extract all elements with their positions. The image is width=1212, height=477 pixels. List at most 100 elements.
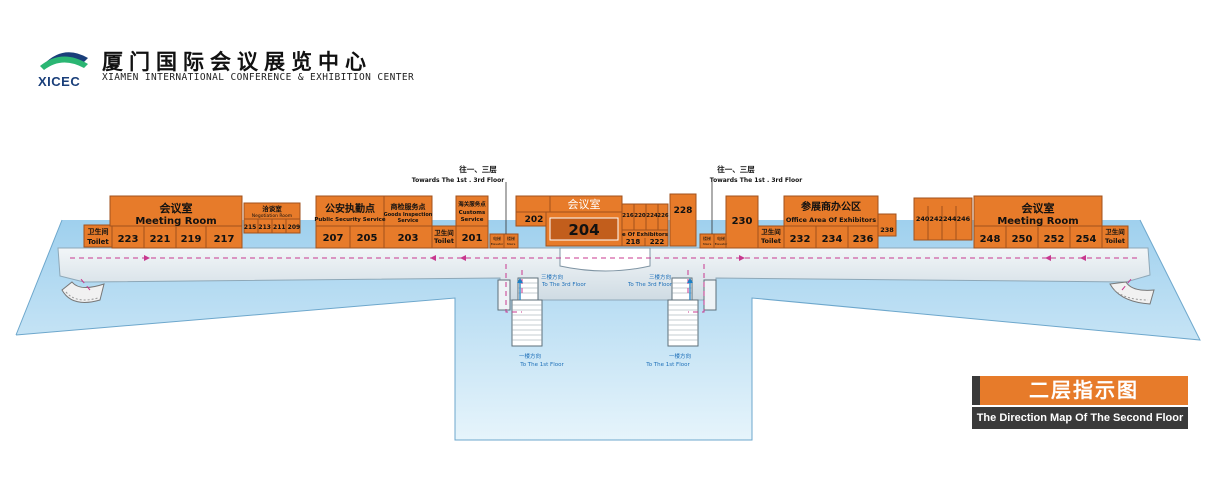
escalator-left — [497, 279, 511, 311]
elevator-right-cn: 电梯 — [717, 235, 725, 241]
security-en: Public Security Service — [314, 217, 386, 223]
block-elevator-left — [489, 233, 519, 249]
to-3rd-right-cn: 三楼方向 — [649, 273, 671, 281]
room-228: 228 — [674, 206, 693, 216]
toilet-label-en-3: Toilet — [761, 237, 781, 245]
toilet-label-cn-3: 卫生间 — [761, 227, 781, 236]
block-216-226 — [621, 203, 669, 247]
room-232: 232 — [790, 234, 811, 245]
stairs-left-en: Stairs — [507, 242, 516, 246]
room-250: 250 — [1012, 234, 1033, 245]
direction-arrows — [144, 255, 1086, 261]
room-224: 224 — [646, 213, 658, 219]
to-1st-right-en: To The 1st Floor — [645, 362, 690, 368]
customs-en-1: Customs — [459, 210, 486, 216]
room-248: 248 — [980, 234, 1001, 245]
toilet-label-cn-1: 卫生间 — [88, 227, 109, 236]
room-238: 238 — [880, 226, 894, 234]
office-cn: 参展商办公区 — [801, 200, 861, 213]
security-cn: 公安执勤点 — [325, 202, 375, 215]
room-226: 226 — [657, 213, 669, 219]
stairs-left-lower — [511, 299, 543, 347]
to-1st-left-cn: 一楼方向 — [519, 352, 541, 360]
elevator-left-en: Elevator — [491, 242, 504, 246]
block-customs — [455, 195, 489, 249]
block-right-toilet-2 — [1101, 225, 1129, 249]
block-202 — [515, 195, 551, 227]
block-office-exhibitors — [783, 195, 897, 249]
room-230: 230 — [732, 216, 753, 227]
goods-cn: 商检服务点 — [391, 202, 426, 211]
customs-cn: 海关服务点 — [458, 200, 486, 208]
meeting-left-cn: 会议室 — [160, 201, 193, 215]
towards-left-cn: 往一、三层 — [459, 164, 497, 174]
walkway-path — [70, 257, 1138, 313]
room-234: 234 — [822, 234, 843, 245]
towards-left-en: Towards The 1st . 3rd Floor — [412, 177, 504, 184]
room-252: 252 — [1044, 234, 1065, 245]
to-3rd-left-cn: 三楼方向 — [541, 273, 563, 281]
block-goods — [383, 195, 433, 249]
arrow-to-up — [517, 278, 693, 300]
meeting-right-en: Meeting Room — [997, 216, 1078, 227]
stairs-left-cn: 楼梯 — [507, 235, 515, 241]
toilet-label-en-2: Toilet — [434, 237, 454, 245]
to-3rd-left-en: To The 3rd Floor — [541, 282, 587, 288]
negotiation-nums: 215 213 211 209 — [244, 224, 300, 231]
block-negotiation — [243, 202, 301, 234]
meeting-204-cn: 会议室 — [568, 197, 601, 211]
to-3rd-right-en: To The 3rd Floor — [627, 282, 673, 288]
stairs-right-cn: 楼梯 — [703, 235, 711, 241]
block-240-246 — [913, 197, 973, 241]
room-219: 219 — [181, 234, 202, 245]
room-216: 216 — [622, 213, 634, 219]
room-223: 223 — [118, 234, 139, 245]
towards-right-en: Towards The 1st . 3rd Floor — [710, 177, 802, 184]
block-meeting-204 — [545, 195, 623, 247]
goods-en-1: Goods Inspection — [384, 212, 433, 218]
to-1st-left-en: To The 1st Floor — [519, 362, 564, 368]
block-228 — [669, 193, 697, 247]
room-207: 207 — [323, 233, 344, 244]
goods-en-2: Service — [398, 218, 419, 224]
elevator-right-en: Elevator — [715, 242, 728, 246]
room-203: 203 — [398, 233, 419, 244]
room-254: 254 — [1076, 234, 1097, 245]
room-221: 221 — [150, 234, 171, 245]
room-217: 217 — [214, 234, 235, 245]
meeting-right-cn: 会议室 — [1022, 201, 1055, 215]
room-204: 204 — [568, 221, 599, 239]
map-title-box: 二层指示图 The Direction Map Of The Second Fl… — [972, 376, 1188, 429]
room-201: 201 — [462, 233, 483, 244]
negotiation-cn: 洽谈室 — [262, 204, 282, 213]
toilet-label-en-1: Toilet — [87, 238, 109, 246]
escalator-right — [703, 279, 717, 311]
negotiation-en: Negotiation Room — [252, 213, 292, 219]
block-meeting-room-left — [109, 195, 243, 249]
central-platform — [559, 247, 651, 272]
block-elevator-right — [699, 233, 729, 249]
customs-en-2: Service — [461, 217, 484, 223]
map-title-en: The Direction Map Of The Second Floor — [972, 407, 1188, 429]
right-curved-stairs — [1109, 281, 1155, 305]
stairs-left-upper — [517, 277, 539, 301]
room-205: 205 — [357, 233, 378, 244]
meeting-left-en: Meeting Room — [135, 216, 216, 227]
title-accent — [972, 376, 980, 405]
header-logo: 厦门国际会议展览中心 XIAMEN INTERNATIONAL CONFEREN… — [38, 44, 438, 90]
logo-abbr: XICEC — [38, 74, 81, 89]
logo-icon — [40, 52, 88, 70]
block-230 — [725, 195, 759, 249]
toilet-label-en-4: Toilet — [1105, 237, 1125, 245]
block-security — [315, 195, 385, 249]
room-202: 202 — [525, 215, 544, 225]
logo-name-en: XIAMEN INTERNATIONAL CONFERENCE & EXHIBI… — [102, 72, 415, 83]
elevator-left-cn: 电梯 — [493, 235, 501, 241]
towards-right-cn: 往一、三层 — [717, 164, 755, 174]
stairs-right-lower — [667, 299, 699, 347]
left-curved-stairs — [61, 281, 105, 303]
block-meeting-room-right — [973, 195, 1103, 249]
map-title-cn: 二层指示图 — [980, 376, 1188, 405]
leader-lines — [505, 182, 713, 234]
